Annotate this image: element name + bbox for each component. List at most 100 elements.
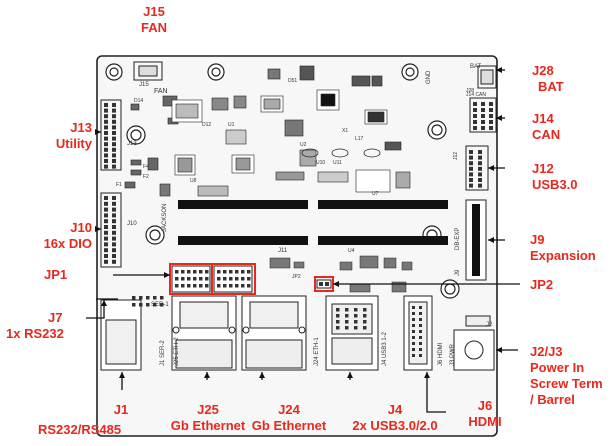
j9-expansion-connector — [465, 199, 487, 281]
j10-pins-pin — [104, 207, 108, 212]
j6-pins-pin — [412, 324, 415, 327]
label-j10: J10 16x DIO — [10, 220, 92, 252]
jp1-pins-left-pin — [199, 270, 203, 274]
jp1-pins-left-pin — [181, 284, 185, 288]
jp1-pins-right-pin — [223, 277, 227, 281]
j10-pins-pin — [112, 259, 116, 264]
j13-pins-pin — [112, 153, 116, 158]
j14-pins-pin — [481, 120, 485, 124]
label-j2j3-desc1: Power In — [530, 360, 585, 375]
silk-ser1: SER-1 — [151, 302, 169, 308]
j6-pins-pin — [419, 324, 422, 327]
j10-pins-pin — [112, 230, 116, 235]
silk-db-exp: DB-EXP — [455, 228, 461, 250]
j12-pins — [469, 150, 482, 188]
label-jp1: JP1 — [44, 267, 67, 283]
label-j1-ref: J1 — [113, 402, 129, 417]
j13-pins-pin — [104, 131, 108, 135]
j4-pins-pin — [345, 320, 349, 324]
jp1-pins-right-pin — [229, 284, 233, 288]
j4-pins-pin — [354, 320, 358, 324]
j6-pins-pin — [419, 330, 422, 333]
j13-pins-pin — [104, 142, 108, 147]
j4-pins-pin — [336, 326, 340, 330]
pcb-outline — [96, 55, 498, 437]
label-j7-ref: J7 — [48, 310, 63, 325]
jp1-pins-left-pin — [205, 284, 209, 288]
center-components — [159, 65, 411, 197]
j4-usb-connector — [325, 295, 379, 371]
jp1-pins-left-pin — [199, 277, 203, 281]
jp1-pins-left-pin — [193, 270, 197, 274]
j13-pins-pin — [112, 164, 116, 169]
ser1-pins-pin — [160, 296, 164, 300]
silk-f2: F2 — [143, 174, 149, 180]
label-j10-desc: 16x DIO — [43, 236, 92, 251]
j12-pins-pin — [478, 172, 482, 177]
j13-pins-pin — [112, 108, 116, 113]
j13-pins-pin — [112, 136, 116, 141]
j6-pins-pin — [419, 342, 422, 345]
j10-pins-pin — [104, 236, 108, 241]
jp1-pins-right-pin — [241, 284, 245, 288]
j6-pins-pin — [419, 354, 422, 357]
j13-pins-pin — [104, 125, 108, 130]
j10-pins-pin — [112, 207, 116, 212]
label-j28-desc: BAT — [538, 79, 564, 94]
silk-d14: D14 — [134, 98, 143, 104]
j6-pins-pin — [419, 306, 422, 309]
jp1-pins-right-pin — [241, 277, 245, 281]
ser1-pins-pin — [153, 296, 157, 300]
j10-dio-header — [100, 192, 122, 268]
label-j1-desc: RS232/RS485 — [38, 422, 122, 437]
label-j9-ref: J9 — [530, 232, 545, 247]
j12-pins-pin — [478, 183, 482, 188]
label-j6-ref: J6 — [477, 398, 493, 413]
jp1-pins-left-pin — [193, 277, 197, 281]
label-j2j3-desc2: Screw Term — [530, 376, 603, 391]
j14-pins-pin — [473, 126, 477, 130]
j10-pins-pin — [104, 225, 108, 229]
j10-pins-pin — [104, 201, 108, 206]
j6-pins-pin — [412, 306, 415, 309]
j4-pins-pin — [354, 314, 358, 318]
label-jp1-ref: JP1 — [44, 267, 68, 282]
jp1-pins-left-pin — [175, 277, 179, 281]
j15-fan-connector — [133, 61, 163, 81]
silk-f1: F1 — [116, 182, 122, 188]
jp1-pins-left-pin — [187, 277, 191, 281]
j14-pins-pin — [473, 108, 477, 112]
j14-pins-pin — [481, 102, 485, 106]
j4-pins-pin — [336, 320, 340, 324]
label-j1: J1 — [36, 402, 206, 418]
j14-pins-pin — [489, 102, 493, 106]
silk-j12: J12 — [453, 152, 459, 160]
label-jp2-ref: JP2 — [530, 277, 554, 292]
j13-pins-pin — [112, 131, 116, 135]
label-j13-ref: J13 — [70, 120, 92, 135]
callout-arrowheads — [95, 67, 502, 378]
j12-pins-pin — [469, 161, 473, 166]
label-j12: J12 USB3.0 — [532, 161, 578, 193]
j4-pins — [336, 308, 367, 330]
silk-u10: U10 — [316, 160, 325, 166]
jp1-pins-right-pin — [217, 270, 221, 274]
ser1-pins-pin — [139, 303, 143, 307]
j10-pins-pin — [112, 242, 116, 247]
label-j25-ref: J25 — [197, 402, 219, 417]
j12-pins-pin — [478, 161, 482, 166]
silk-x1: X1 — [342, 128, 348, 134]
silk-fan: FAN — [154, 88, 168, 95]
j14-pins-pin — [473, 114, 477, 118]
j10-pins-pin — [104, 213, 108, 218]
j13-pins-pin — [112, 114, 116, 119]
jp1-pins-left-pin — [205, 270, 209, 274]
silk-jp2: JP2 — [292, 274, 301, 280]
jp1-pins-left — [175, 270, 251, 288]
ser1-pins-pin — [132, 296, 136, 300]
silk-j14can: J14 CAN — [466, 92, 486, 98]
callout-leaders — [86, 69, 520, 413]
label-j7-desc: 1x RS232 — [6, 326, 64, 341]
label-j2j3-desc3: / Barrel — [530, 392, 575, 407]
jp1-pins-left-pin — [205, 277, 209, 281]
